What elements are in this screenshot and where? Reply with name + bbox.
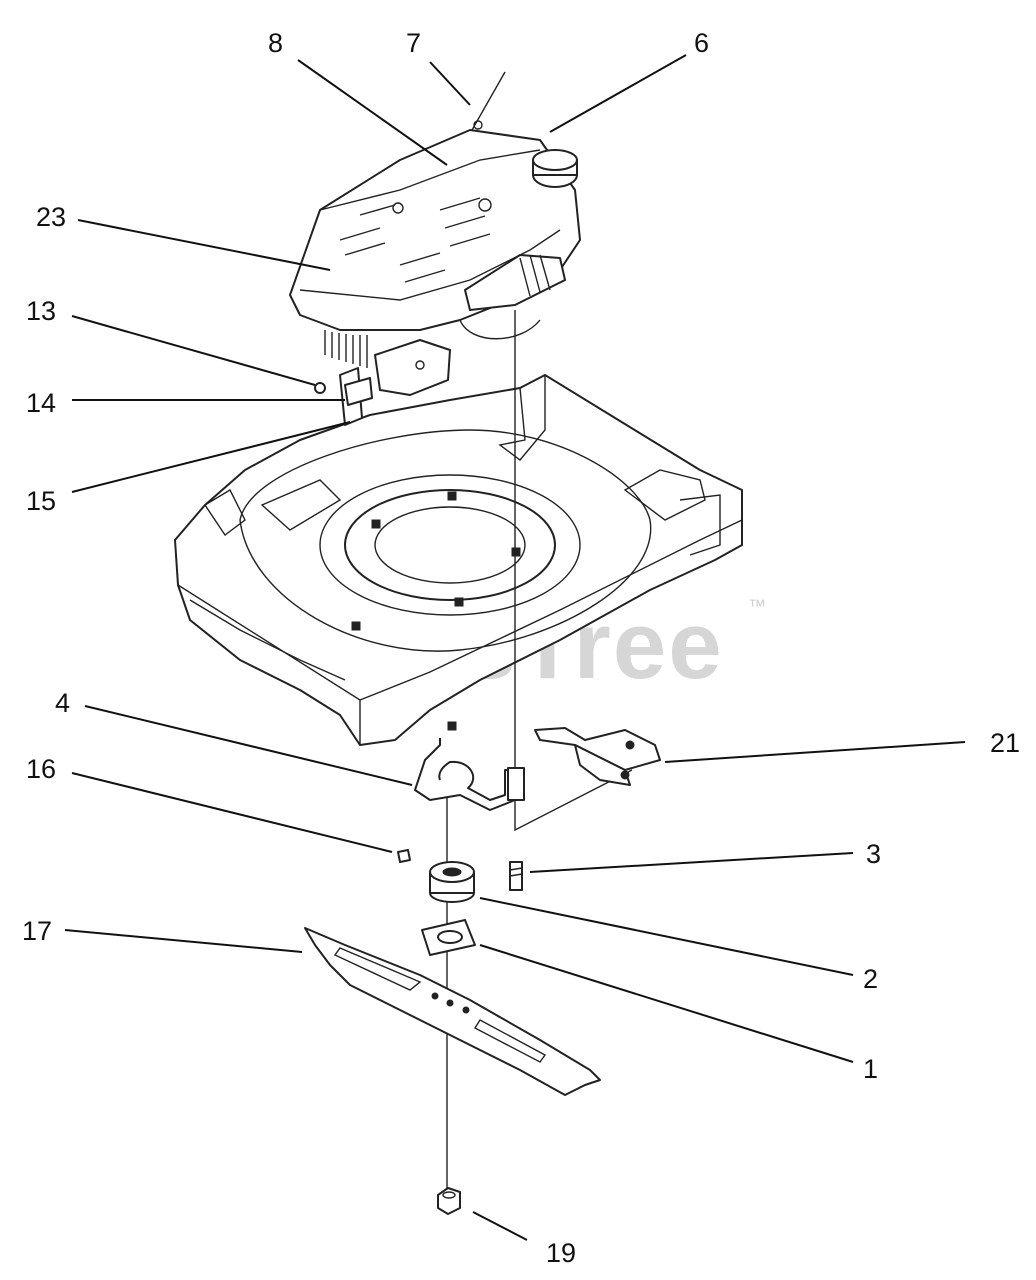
watermark-trademark: ™: [748, 596, 766, 616]
part-4-bracket: [414, 721, 525, 811]
callout-17: 17: [22, 916, 52, 946]
callout-16: 16: [26, 754, 56, 784]
engine: [289, 71, 581, 396]
mower-deck: [174, 374, 743, 746]
callout-19: 19: [546, 1238, 576, 1268]
callout-1: 1: [863, 1054, 878, 1084]
part-17-blade: [304, 927, 601, 1096]
callout-6: 6: [694, 28, 709, 58]
callout-labels: 8 7 6 23 13 14 15 4 16 21 3 17 2 1 19: [22, 28, 1020, 1268]
part-2-adapter: [429, 861, 475, 903]
callout-13: 13: [26, 296, 56, 326]
callout-21: 21: [990, 728, 1020, 758]
part-19-nut: [437, 1187, 461, 1215]
callout-4: 4: [55, 688, 70, 718]
callout-2: 2: [863, 964, 878, 994]
callout-15: 15: [26, 486, 56, 516]
part-3-bolt: [509, 861, 523, 891]
part-21-deflector: [534, 727, 661, 786]
part-1-plate: [421, 919, 476, 956]
bracket-13-15: [314, 367, 373, 426]
callout-7: 7: [406, 28, 421, 58]
leader-lines: [64, 54, 966, 1241]
callout-23: 23: [36, 202, 66, 232]
part-16-bolt: [397, 849, 411, 863]
callout-3: 3: [866, 839, 881, 869]
callout-8: 8: [268, 28, 283, 58]
callout-14: 14: [26, 388, 56, 418]
